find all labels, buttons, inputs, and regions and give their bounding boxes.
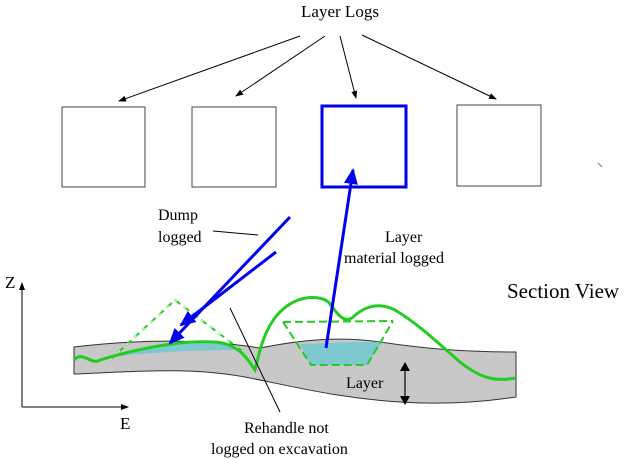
dump-label-line2: logged: [158, 229, 202, 246]
rehandle-leader-line: [229, 307, 281, 413]
z-axis-label: Z: [5, 273, 15, 292]
title-arrows: [118, 34, 497, 102]
dump-label-line1: Dump: [158, 207, 198, 224]
excavation-outline: [282, 320, 394, 366]
dump-pile-fill: [118, 343, 237, 356]
arrow-to-log-3: [339, 35, 358, 99]
rehandle-label-line1: Rehandle not: [244, 420, 329, 437]
axes: [19, 282, 129, 410]
layer-log-box-1: [61, 106, 146, 188]
layer-log-box-3-highlighted: [320, 104, 408, 189]
arrow-to-log-2: [235, 35, 326, 97]
layer-log-box-4: [456, 104, 542, 187]
green-profile-curve: [72, 296, 516, 381]
layer-log-box-2: [191, 106, 277, 188]
layer-material-label-line2: material logged: [344, 250, 444, 267]
section-view-label: Section View: [507, 279, 620, 303]
layer-material-label-line1: Layer: [385, 229, 423, 246]
dump-arrow-2: [179, 250, 277, 327]
dump-leader-line: [212, 230, 259, 236]
excavation-fill: [300, 342, 382, 365]
speck-mark: [597, 162, 603, 168]
title-layer-logs: Layer Logs: [301, 2, 379, 21]
layer-label: Layer: [346, 375, 384, 392]
arrow-to-log-4: [361, 34, 497, 100]
layer-material-arrow: [324, 168, 358, 349]
layer-log-boxes: [61, 104, 542, 189]
e-axis-label: E: [120, 414, 130, 433]
rehandle-label-line2: logged on excavation: [211, 441, 348, 458]
arrow-to-log-1: [118, 35, 301, 102]
